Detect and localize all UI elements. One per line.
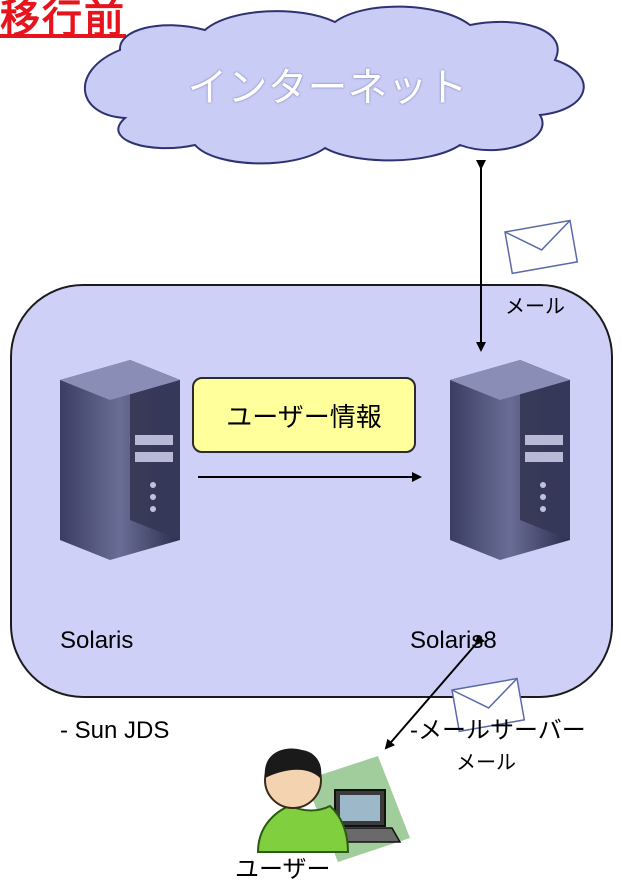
server-right-name: Solaris8 <box>410 627 497 654</box>
internet-label: インターネット <box>187 66 468 110</box>
user-label: ユーザー <box>235 856 331 883</box>
mail-label-top: メール <box>505 296 565 318</box>
envelope-icon <box>504 219 579 275</box>
user-info-label: ユーザー情報 <box>226 401 382 432</box>
server-left-role: - Sun JDS <box>60 717 170 744</box>
server-left-label: Solaris - Sun JDS <box>60 566 169 776</box>
internet-cloud <box>83 5 585 165</box>
envelope-icon <box>451 677 526 733</box>
server-right-role: -メールサーバー <box>410 717 586 744</box>
server-icon <box>60 360 180 560</box>
page-title: 移行前 <box>0 0 126 41</box>
user-icon <box>256 748 410 862</box>
server-right-label: Solaris8 -メールサーバー <box>410 566 586 776</box>
user-info-box: ユーザー情報 <box>192 377 416 453</box>
server-icon <box>450 360 570 560</box>
user-mail-arrow <box>384 634 486 750</box>
mail-label-bottom: メール <box>456 752 516 774</box>
server-left-name: Solaris <box>60 627 134 654</box>
